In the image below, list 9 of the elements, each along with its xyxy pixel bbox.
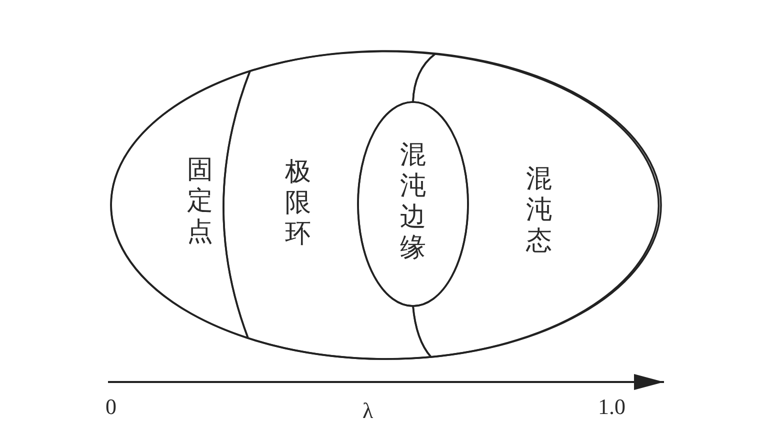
region-label: 极限环	[284, 157, 312, 251]
outer-ellipse	[108, 49, 664, 361]
region-label: 混沌态	[525, 164, 553, 258]
region-label: 混沌边缘	[399, 140, 427, 264]
axis-label: λ	[362, 400, 374, 422]
ellipse-region	[108, 69, 252, 341]
axis-label: 0	[106, 396, 116, 418]
axis-label: 1.0	[598, 396, 626, 418]
region-label: 固定点	[186, 155, 214, 249]
